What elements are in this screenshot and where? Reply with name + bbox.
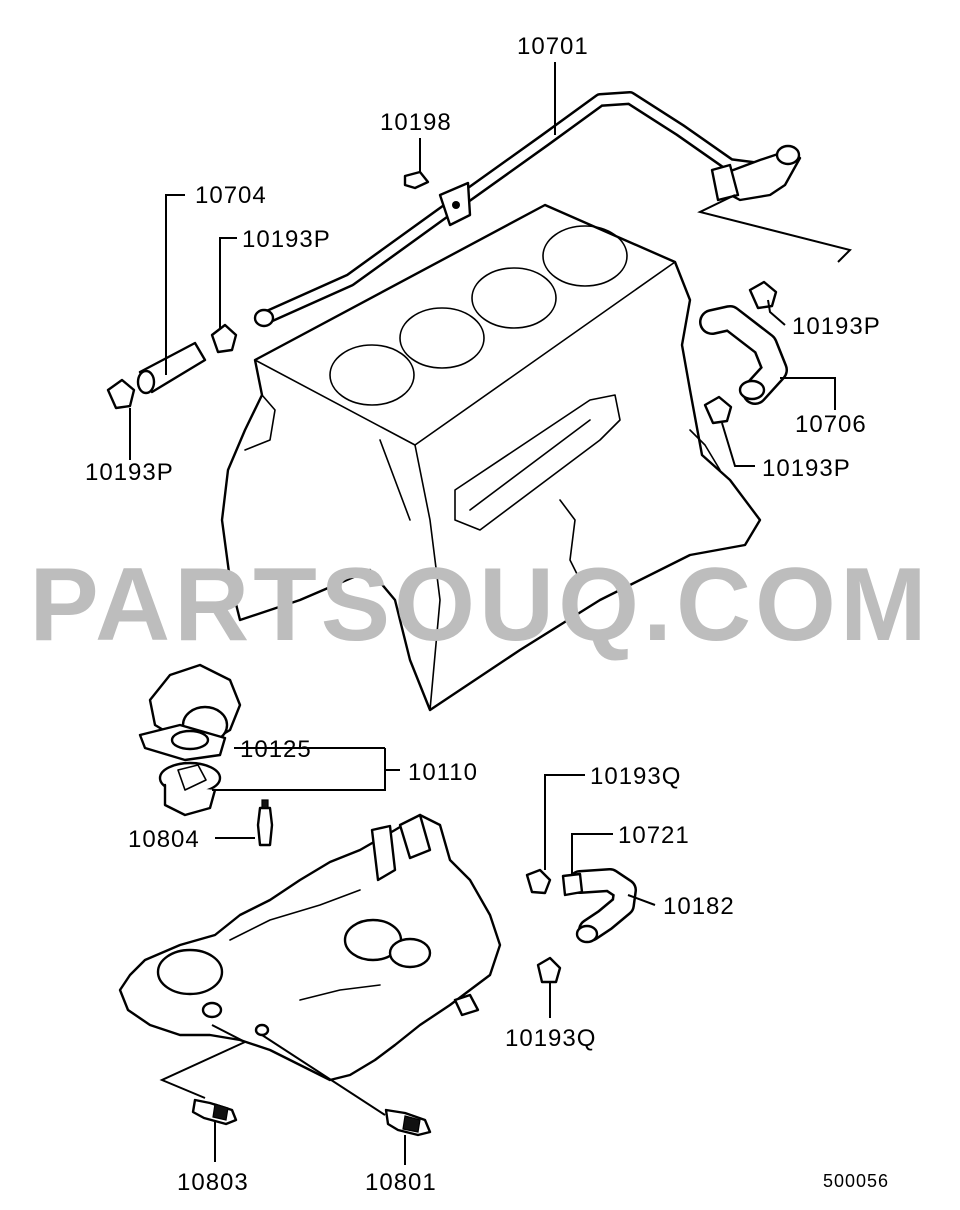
callout-10198: 10198 bbox=[380, 109, 452, 136]
callout-10193q-bottom: 10193Q bbox=[505, 1025, 596, 1052]
thermostat-housing bbox=[138, 663, 242, 762]
bolt-10198 bbox=[403, 170, 430, 190]
callout-10801: 10801 bbox=[365, 1169, 437, 1196]
engine-block bbox=[220, 203, 762, 712]
callout-10193p-right-bottom: 10193P bbox=[762, 455, 851, 482]
callout-10803: 10803 bbox=[177, 1169, 249, 1196]
diagram-id: 500056 bbox=[823, 1171, 889, 1191]
hose-10706 bbox=[699, 305, 788, 405]
hose-10704 bbox=[136, 341, 207, 395]
clamp-10193p-a bbox=[210, 323, 238, 354]
callout-10704: 10704 bbox=[195, 182, 267, 209]
callout-10706: 10706 bbox=[795, 411, 867, 438]
clamp-10193q-b bbox=[536, 956, 562, 984]
water-pipe-10701 bbox=[253, 91, 802, 328]
clamp-10193p-b bbox=[106, 378, 136, 410]
leader-lines bbox=[129, 62, 852, 1165]
callout-10193p-top: 10193P bbox=[242, 226, 331, 253]
callout-10193p-left: 10193P bbox=[85, 459, 174, 486]
watermark: PARTSOUQ.COM bbox=[29, 547, 930, 663]
clamp-10193p-c bbox=[748, 280, 778, 310]
callout-10721: 10721 bbox=[618, 822, 690, 849]
callout-labels: 10701 10198 10704 10193P 10193P 10193P 1… bbox=[85, 33, 889, 1196]
callout-10125: 10125 bbox=[240, 736, 312, 763]
sensor-10801 bbox=[384, 1108, 432, 1137]
sensor-10804 bbox=[256, 799, 274, 847]
thermostat bbox=[158, 761, 222, 817]
clamp-10193p-d bbox=[703, 395, 733, 425]
callout-10804: 10804 bbox=[128, 826, 200, 853]
callout-10193p-right-top: 10193P bbox=[792, 313, 881, 340]
hose-10182 bbox=[568, 868, 637, 944]
clamp-10193q-a bbox=[525, 868, 552, 895]
fitting-10721 bbox=[561, 872, 584, 897]
callout-10193q-top: 10193Q bbox=[590, 763, 681, 790]
callout-10182: 10182 bbox=[663, 893, 735, 920]
sensor-10803 bbox=[191, 1098, 238, 1126]
callout-10701: 10701 bbox=[517, 33, 589, 60]
callout-10110: 10110 bbox=[408, 759, 478, 786]
intake-manifold bbox=[118, 813, 502, 1082]
